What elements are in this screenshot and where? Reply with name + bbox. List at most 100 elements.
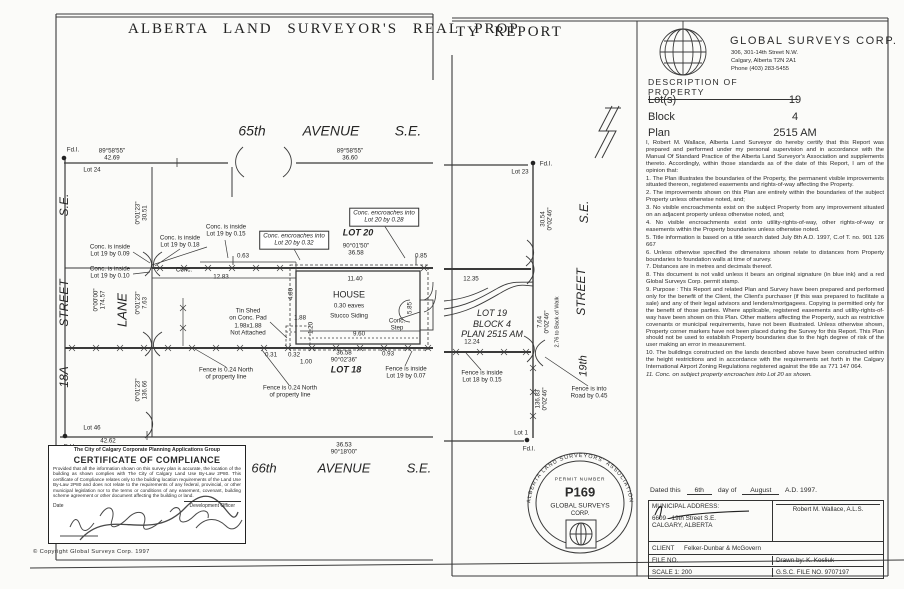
street-65th-avenue: 65th bbox=[238, 122, 266, 139]
plan-label: 1.88 bbox=[293, 314, 307, 322]
signature-cell: Robert M. Wallace, A.L.S. bbox=[654, 501, 883, 541]
compliance-date-label: Date bbox=[53, 503, 64, 509]
plan-label: 0.31 bbox=[264, 351, 278, 359]
plan-label: 1.00 bbox=[299, 358, 313, 366]
compliance-title: CERTIFICATE OF COMPLIANCE bbox=[73, 454, 221, 465]
seal-company-line2: CORP. bbox=[570, 511, 590, 517]
street-65th-avenue: AVENUE bbox=[302, 122, 360, 139]
plan-label: 12.83 bbox=[213, 273, 229, 281]
plan-label: 0.32 bbox=[287, 351, 301, 359]
plan-label: Fence is inside Lot 19 by 0.07 bbox=[385, 365, 427, 380]
street-18a: 18A bbox=[56, 366, 71, 388]
dated-year: A.D. 1997. bbox=[784, 487, 818, 494]
plan-label: Conc. is inside Lot 19 by 0.18 bbox=[159, 234, 201, 249]
scale-value: SCALE 1: 200 bbox=[649, 568, 773, 577]
surveyor-name: Robert M. Wallace, A.L.S. bbox=[776, 504, 880, 513]
description-heading: DESCRIPTION OF PROPERTY bbox=[648, 77, 798, 100]
plan-label: Lot 1 bbox=[514, 429, 528, 437]
company-address-line2: Calgary, Alberta T2N 2A1 bbox=[731, 57, 797, 64]
plan-label: Plan bbox=[648, 127, 671, 139]
concrete-lines bbox=[152, 261, 297, 346]
lot-20-label: LOT 20 bbox=[342, 227, 374, 238]
plan-label: 12.35 bbox=[463, 275, 479, 283]
dated-line: Dated this 6th day of August A.D. 1997. bbox=[650, 487, 818, 495]
plan-label: 36.53 90°18'00" bbox=[330, 441, 358, 456]
surveyor-signature bbox=[654, 505, 749, 519]
street-19th: 19th bbox=[577, 355, 590, 377]
plan-label: Conc. is inside Lot 19 by 0.15 bbox=[205, 223, 247, 238]
plan-label: 2.76 to Back of Walk bbox=[554, 296, 561, 348]
plan-label: Lot 23 bbox=[511, 168, 529, 176]
company-address-line1: 306, 301-14th Street N.W. bbox=[731, 50, 799, 56]
compliance-body: Provided that all the information shown … bbox=[53, 465, 241, 499]
compliance-header: The City of Calgary Corporate Planning A… bbox=[73, 447, 221, 453]
plan-label: 0°01'23" 136.66 bbox=[134, 378, 149, 402]
plan-label: 136.83 0°02'46" bbox=[534, 387, 549, 411]
certification-item: 6. Unless otherwise specified the dimens… bbox=[646, 249, 884, 263]
plan-label: Fd.I. bbox=[522, 445, 536, 453]
dated-prefix: Dated this bbox=[650, 487, 681, 494]
municipal-address-label: MUNICIPAL ADDRESS: bbox=[652, 503, 720, 510]
leader-lines bbox=[132, 224, 589, 387]
client-row: CLIENT Felker-Dunbar & McGovern bbox=[649, 544, 764, 553]
seal-permit-label: PERMIT NUMBER bbox=[554, 477, 606, 483]
fence-marks bbox=[68, 264, 537, 420]
certification-item: 2. The improvements shown on this Plan a… bbox=[646, 190, 884, 204]
page-title: ALBERTA LAND SURVEYOR'S REAL PROP bbox=[128, 21, 520, 37]
certification-item: 11. Conc. on subject property encroaches… bbox=[646, 372, 812, 378]
plan-label: Fence is inside Lot 18 by 0.15 bbox=[461, 369, 503, 384]
lot-18-label: LOT 18 bbox=[330, 364, 362, 375]
plan-label: 0°01'23" 7.63 bbox=[134, 291, 149, 315]
company-address: 306, 301-14th Street N.W. Calgary, Alber… bbox=[731, 50, 798, 73]
street-66th-avenue: 66th bbox=[251, 460, 277, 476]
certification-item: 4. No visible encroachments exist onto u… bbox=[646, 219, 884, 233]
certification-item: 8. This document is not valid unless it … bbox=[646, 272, 884, 286]
certification-text: I, Robert M. Wallace, Alberta Land Surve… bbox=[646, 140, 884, 380]
municipal-address-line2: CALGARY, ALBERTA bbox=[652, 522, 713, 529]
found-iron-markers bbox=[61, 155, 536, 443]
dated-month: August bbox=[742, 487, 780, 495]
plan-label: 0°00'00" 174.57 bbox=[92, 288, 107, 312]
municipal-address-line1: 6609 - 19th Street S.E. bbox=[652, 515, 717, 522]
plan-label: 12.24 bbox=[464, 338, 480, 346]
plan-label: Fd.I. bbox=[66, 146, 80, 154]
block-label: Block bbox=[648, 110, 675, 123]
plan-label: Conc. Step bbox=[388, 317, 406, 332]
road-continuation-mark bbox=[594, 105, 621, 159]
seal-company-line1: GLOBAL SURVEYS bbox=[550, 502, 610, 510]
plan-label: Lot 46 bbox=[83, 424, 101, 432]
plan-label: 9.60 bbox=[352, 330, 366, 338]
boundary-lines bbox=[60, 158, 534, 442]
encroachment-note: Conc. encroaches into Lot 20 by 0.32 bbox=[259, 230, 329, 250]
plan-label: 7.64 0°02'46" bbox=[536, 310, 551, 334]
plan-label: 0.93 bbox=[381, 350, 395, 358]
dated-day: 6th bbox=[686, 487, 712, 495]
street-65th-avenue: S.E. bbox=[394, 122, 422, 139]
plan-label: Fence is 0.24 North of property line bbox=[263, 384, 317, 399]
certificate-of-compliance-stamp: The City of Calgary Corporate Planning A… bbox=[48, 445, 246, 544]
house-label: HOUSE bbox=[332, 289, 366, 300]
plan-label: Fence is into Road by 0.45 bbox=[570, 385, 608, 400]
file-no-label: FILE NO. bbox=[649, 556, 773, 565]
company-name: GLOBAL SURVEYS CORP. bbox=[730, 35, 898, 47]
plan-label: 1.20 bbox=[307, 321, 315, 335]
plan-label: Conc. is inside Lot 19 by 0.09 bbox=[89, 243, 131, 258]
plan-label: 30.54 0°02'46" bbox=[539, 207, 554, 231]
lot-19-label: LOT 19 BLOCK 4 PLAN 2515 AM bbox=[461, 308, 523, 340]
drawn-by: Drawn by: K. Kosliuk bbox=[776, 557, 835, 564]
plan-label: 0.30 eaves bbox=[333, 302, 365, 310]
plan-label: Fd.I. bbox=[539, 160, 553, 168]
globe-logo-icon bbox=[659, 20, 707, 76]
page-title-continued: TY REPORT bbox=[456, 24, 563, 40]
seal-permit-number: P169 bbox=[564, 484, 596, 500]
plan-label: 36.58 90°02'36" bbox=[330, 349, 358, 364]
street-18a: STREET bbox=[56, 279, 71, 327]
plan-label: 4.80 bbox=[287, 287, 295, 301]
plan-label: 0.85 bbox=[414, 252, 428, 260]
plan-label: 0.63 bbox=[236, 252, 250, 260]
break-marks bbox=[142, 146, 546, 439]
lot-label: Lot(s) bbox=[648, 94, 677, 106]
